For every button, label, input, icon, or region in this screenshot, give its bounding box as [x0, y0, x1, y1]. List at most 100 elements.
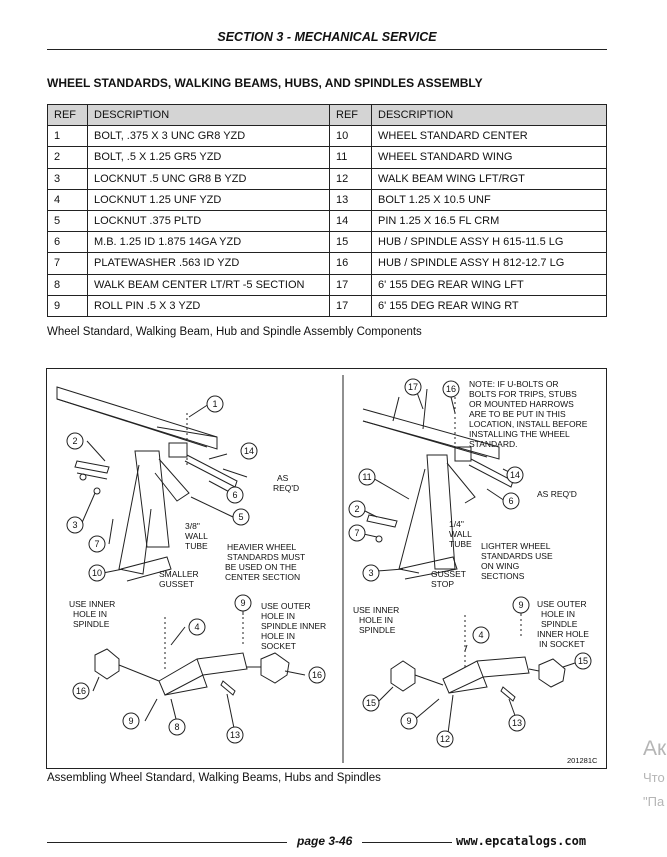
description-cell: HUB / SPINDLE ASSY H 615-11.5 LG	[371, 231, 607, 254]
left-inner-hole-label: USE INNER	[69, 599, 115, 609]
description-cell: 6' 155 DEG REAR WING RT	[371, 294, 607, 317]
right-note-line: BOLTS FOR TRIPS, STUBS	[469, 389, 577, 399]
left-bolt-13	[220, 680, 236, 696]
callout-label: 6	[508, 496, 513, 506]
left-gusset-label: SMALLER	[159, 569, 199, 579]
footer-rule-left	[47, 842, 287, 843]
table-row: 4 LOCKNUT 1.25 UNF YZD 13 BOLT 1.25 X 10…	[47, 188, 607, 211]
table-row: 1 BOLT, .375 X 3 UNC GR8 YZD 10 WHEEL ST…	[47, 125, 607, 148]
description-cell: WALK BEAM WING LFT/RGT	[371, 167, 607, 190]
left-wall-tube-label: 3/8"	[185, 521, 200, 531]
header-description: DESCRIPTION	[371, 103, 607, 127]
callout-label: 14	[510, 470, 520, 480]
header-ref: REF	[329, 103, 372, 127]
table-header-row: REF DESCRIPTION REF DESCRIPTION	[47, 103, 607, 127]
right-inner-hole-label: HOLE IN	[359, 615, 393, 625]
parts-table: REF DESCRIPTION REF DESCRIPTION 1 BOLT, …	[47, 103, 607, 317]
left-outer-hole-label: HOLE IN	[261, 631, 295, 641]
description-cell: BOLT, .375 X 3 UNC GR8 YZD	[87, 125, 330, 148]
right-gusset-label: STOP	[431, 579, 454, 589]
left-walking-beam	[158, 652, 248, 696]
callout-label: 7	[94, 539, 99, 549]
table-row: 6 M.B. 1.25 ID 1.875 14GA YZD 15 HUB / S…	[47, 231, 607, 254]
ref-cell: 3	[47, 167, 88, 190]
description-cell: HUB / SPINDLE ASSY H 812-12.7 LG	[371, 252, 607, 275]
callout-label: 5	[238, 512, 243, 522]
right-bolt-chain	[454, 397, 522, 669]
right-frame-tube	[362, 388, 500, 460]
callout-label: 8	[174, 722, 179, 732]
ref-cell: 12	[329, 167, 372, 190]
ref-cell: 17	[329, 294, 372, 317]
right-bolt-cluster	[366, 514, 398, 543]
left-bolt-cluster	[74, 460, 110, 495]
right-note-line: OR MOUNTED HARROWS	[469, 399, 574, 409]
callout-label: 2	[72, 436, 77, 446]
ref-cell: 6	[47, 231, 88, 254]
left-bolt-chain	[164, 413, 244, 669]
callout-label: 15	[578, 656, 588, 666]
ref-cell: 13	[329, 188, 372, 211]
description-cell: WHEEL STANDARD WING	[371, 146, 607, 169]
callout-label: 16	[312, 670, 322, 680]
description-cell: PIN 1.25 X 16.5 FL CRM	[371, 209, 607, 233]
description-cell: PLATEWASHER .563 ID YZD	[87, 252, 330, 275]
callout-label: 9	[406, 716, 411, 726]
left-note-line: STANDARDS MUST	[227, 552, 305, 562]
ref-cell: 1	[47, 125, 88, 148]
ref-cell: 7	[47, 252, 88, 275]
description-cell: ROLL PIN .5 X 3 YZD	[87, 294, 330, 317]
right-hub-spindle	[390, 658, 566, 692]
callout-label: 10	[92, 568, 102, 578]
right-bolt-13	[500, 686, 516, 702]
ref-cell: 10	[329, 125, 372, 148]
left-as-reqd-label: REQ'D	[273, 483, 299, 493]
right-outer-hole-label: SPINDLE	[541, 619, 578, 629]
callout-label: 1	[212, 399, 217, 409]
assembly-figure: 1 2 3 4 5 6 7 8 9 9 10 13 14 16 16 17 16…	[46, 368, 607, 769]
callout-label: 7	[354, 528, 359, 538]
right-outer-hole-label: INNER HOLE	[537, 629, 589, 639]
callout-label: 9	[518, 600, 523, 610]
table-row: 2 BOLT, .5 X 1.25 GR5 YZD 11 WHEEL STAND…	[47, 146, 607, 169]
ref-cell: 11	[329, 146, 372, 169]
footer-rule-right	[362, 842, 452, 843]
right-walking-beam	[442, 656, 530, 694]
right-pin	[468, 458, 514, 488]
description-cell: 6' 155 DEG REAR WING LFT	[371, 273, 607, 296]
right-wall-tube-label: WALL	[449, 529, 472, 539]
callout-label: 9	[128, 716, 133, 726]
left-frame-tube	[56, 386, 218, 450]
description-cell: M.B. 1.25 ID 1.875 14GA YZD	[87, 231, 330, 254]
ref-cell: 2	[47, 146, 88, 169]
table-row: 7 PLATEWASHER .563 ID YZD 16 HUB / SPIND…	[47, 252, 607, 275]
activation-overlay-text: Что	[643, 770, 665, 785]
right-outer-hole-label: HOLE IN	[541, 609, 575, 619]
activation-overlay-text: "Па	[643, 794, 665, 809]
callout-label: 16	[446, 384, 456, 394]
callout-label: 15	[366, 698, 376, 708]
callout-label: 4	[194, 622, 199, 632]
description-cell: LOCKNUT .375 PLTD	[87, 209, 330, 233]
description-cell: BOLT, .5 X 1.25 GR5 YZD	[87, 146, 330, 169]
right-note-line: INSTALLING THE WHEEL	[469, 429, 570, 439]
callout-label: 9	[240, 598, 245, 608]
ref-cell: 4	[47, 188, 88, 211]
ref-cell: 17	[329, 273, 372, 296]
right-inner-hole-label: USE INNER	[353, 605, 399, 615]
callout-label: 2	[354, 504, 359, 514]
left-note-line: BE USED ON THE	[225, 562, 297, 572]
drawing-number: 201281C	[567, 756, 598, 765]
section-header: SECTION 3 - MECHANICAL SERVICE	[217, 30, 437, 44]
right-outer-hole-label: USE OUTER	[537, 599, 587, 609]
ref-cell: 15	[329, 231, 372, 254]
page-number: page 3-46	[297, 834, 353, 848]
right-as-reqd-label: AS REQ'D	[537, 489, 577, 499]
left-inner-hole-label: SPINDLE	[73, 619, 110, 629]
right-lighter-label: SECTIONS	[481, 571, 525, 581]
table-row: 8 WALK BEAM CENTER LT/RT -5 SECTION 17 6…	[47, 273, 607, 296]
callout-label: 11	[362, 472, 371, 482]
callout-label: 13	[512, 718, 522, 728]
right-wheel-standard	[398, 446, 476, 580]
callout-circles	[66, 378, 592, 748]
